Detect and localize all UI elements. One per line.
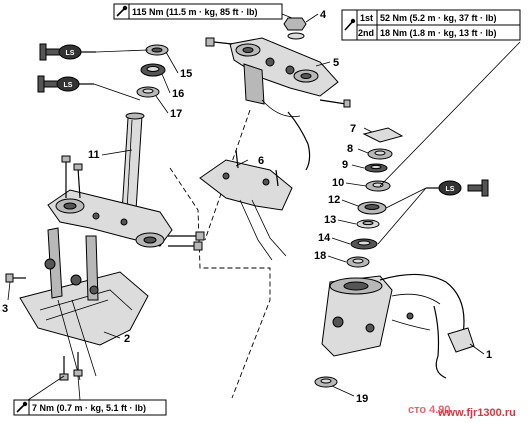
torque-wrench-icon bbox=[116, 5, 128, 17]
callout-1: 1 bbox=[486, 349, 492, 361]
torque-step-1-value: 52 Nm (5.2 m · kg, 37 ft · lb) bbox=[380, 13, 497, 23]
lubricant-label-right: LS bbox=[446, 186, 455, 193]
cable-bracket-6 bbox=[199, 149, 293, 261]
stem-bearing-parts bbox=[136, 44, 169, 98]
callout-11: 11 bbox=[88, 149, 100, 161]
callout-15: 15 bbox=[180, 68, 192, 80]
part-callouts: 1 2 3 4 5 6 7 8 9 10 11 12 13 14 15 16 1… bbox=[2, 9, 492, 405]
callout-12: 12 bbox=[328, 194, 340, 206]
callout-7: 7 bbox=[350, 123, 356, 135]
callout-9: 9 bbox=[342, 159, 348, 171]
assembly-guide-dashed-line bbox=[169, 167, 271, 399]
torque-wrench-icon bbox=[344, 18, 356, 31]
callout-2: 2 bbox=[124, 333, 130, 345]
lock-washer-7 bbox=[362, 127, 404, 143]
callout-8: 8 bbox=[347, 143, 353, 155]
torque-step-2-label: 2nd bbox=[358, 28, 374, 38]
bottom-bolt-torque-leader bbox=[27, 375, 65, 401]
torque-step-1-label: 1st bbox=[360, 13, 373, 23]
bracket-upper-bolts bbox=[61, 155, 83, 199]
callout-19: 19 bbox=[356, 393, 368, 405]
grease-symbol-lower: LS bbox=[37, 75, 141, 101]
callout-16: 16 bbox=[172, 88, 184, 100]
grease-symbol-upper: LS bbox=[39, 43, 149, 61]
callout-6: 6 bbox=[258, 155, 264, 167]
callout-10: 10 bbox=[332, 177, 344, 189]
callout-13: 13 bbox=[324, 214, 336, 226]
lubricant-label-upper: LS bbox=[66, 50, 75, 57]
callout-17: 17 bbox=[170, 108, 182, 120]
callout-14: 14 bbox=[318, 232, 331, 244]
torque-box-top-nut: 115 Nm (11.5 m · kg, 85 ft · lb) bbox=[113, 3, 283, 20]
callout-3: 3 bbox=[2, 303, 8, 315]
callout-5: 5 bbox=[333, 57, 339, 69]
lubricant-label-lower: LS bbox=[64, 82, 73, 89]
frame-head-tube bbox=[314, 273, 475, 388]
torque-box-bottom-bolt: 7 Nm (0.7 m · kg, 5.1 ft · lb) bbox=[13, 399, 167, 416]
callout-4: 4 bbox=[320, 9, 327, 21]
torque-top-nut-value: 115 Nm (11.5 m · kg, 85 ft · lb) bbox=[132, 7, 258, 17]
upper-bracket-assembly bbox=[205, 17, 351, 171]
torque-step-2-value: 18 Nm (1.8 m · kg, 13 ft · lb) bbox=[380, 28, 497, 38]
ring-nut-stack bbox=[346, 127, 404, 268]
figure-code: сто 4.90 bbox=[408, 404, 451, 416]
watermark: www.fjr1300.ru bbox=[437, 407, 516, 419]
callout-18: 18 bbox=[314, 250, 326, 262]
torque-wrench-icon bbox=[16, 401, 28, 413]
steering-stem-assembly bbox=[47, 112, 205, 251]
pinch-bolt-right bbox=[168, 231, 205, 251]
cable-clip-1 bbox=[447, 327, 475, 353]
grease-symbol-right: LS bbox=[377, 179, 489, 245]
lower-fork-and-cover bbox=[5, 227, 149, 381]
top-nut-torque-leader bbox=[281, 13, 293, 19]
torque-box-ring-nut: 1st 52 Nm (5.2 m · kg, 37 ft · lb) 2nd 1… bbox=[341, 9, 521, 41]
ring-nut-torque-leader bbox=[379, 41, 521, 187]
torque-bottom-bolt-value: 7 Nm (0.7 m · kg, 5.1 ft · lb) bbox=[32, 403, 146, 413]
top-nut-4 bbox=[283, 17, 307, 31]
